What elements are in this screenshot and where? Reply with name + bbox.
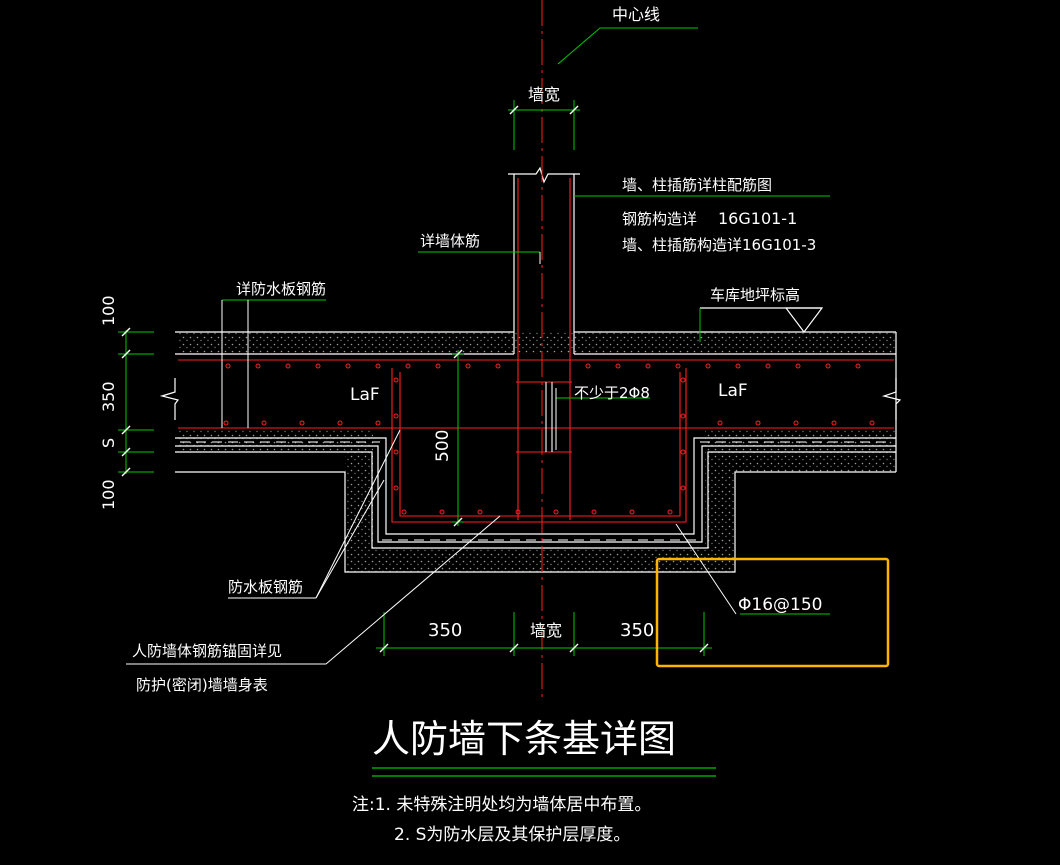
rebar-dot xyxy=(680,377,686,383)
rebar-dot xyxy=(285,363,291,369)
rebar-dot xyxy=(495,363,501,369)
rebar-dot xyxy=(705,363,711,369)
rebar-dot xyxy=(765,363,771,369)
dimension-ticks xyxy=(121,105,709,653)
rebar-dot xyxy=(435,363,441,369)
labels: 中心线 墙宽 墙、柱插筋详柱配筋图 钢筋构造详 16G101-1 墙、柱插筋构造… xyxy=(99,5,822,694)
rebar-dot xyxy=(629,509,635,515)
footing-hatch-bottom xyxy=(345,548,735,572)
concrete-hatch xyxy=(178,332,896,572)
rebar-dot xyxy=(393,449,399,455)
dowel-note: 墙、柱插筋详柱配筋图 xyxy=(622,176,772,194)
left-dim-100-bottom: 100 xyxy=(99,479,118,510)
rebar-dot xyxy=(225,363,231,369)
rebar-dot xyxy=(680,449,686,455)
rebar-dot xyxy=(465,363,471,369)
rebar-dot xyxy=(680,413,686,419)
left-dim-100-top: 100 xyxy=(99,295,118,326)
rebar-dot xyxy=(393,377,399,383)
rebar-dot xyxy=(375,363,381,369)
anchor-note-line2: 防护(密闭)墙墙身表 xyxy=(136,676,268,694)
rebar-dot xyxy=(793,420,799,426)
wall-width-bottom-label: 墙宽 xyxy=(530,621,562,640)
dim-right-350-label: 350 xyxy=(620,620,654,641)
rebar-dot xyxy=(755,420,761,426)
rebar-dot xyxy=(255,363,261,369)
rebar-dot xyxy=(553,509,559,515)
waterproof-dashes xyxy=(180,441,890,541)
rebar-dot xyxy=(585,363,591,369)
rebar-dot xyxy=(315,363,321,369)
rebar-dot xyxy=(261,420,267,426)
centerline-label: 中心线 xyxy=(612,5,660,24)
rebar-dot xyxy=(831,420,837,426)
rebar-dot xyxy=(401,509,407,515)
rebar-dot xyxy=(375,420,381,426)
rebar-dot xyxy=(735,363,741,369)
waterproof-slab-top-label: 详防水板钢筋 xyxy=(236,280,326,298)
rebar-dot xyxy=(825,363,831,369)
floor-slab xyxy=(178,332,896,354)
rebar-dot xyxy=(515,509,521,515)
rebar xyxy=(178,178,894,523)
rebar-dot xyxy=(299,420,305,426)
rebar-dot xyxy=(869,420,875,426)
rebar-dot xyxy=(337,420,343,426)
left-dim-s: S xyxy=(99,438,118,448)
laf-right-label: LaF xyxy=(718,381,748,401)
dim-left-350-label: 350 xyxy=(428,620,462,641)
rebar-dot xyxy=(345,363,351,369)
rebar-detail-note: 钢筋构造详 xyxy=(622,210,697,228)
laf-left-label: LaF xyxy=(350,385,380,405)
min-bars-label: 不少于2Φ8 xyxy=(574,384,650,402)
rebar-dots xyxy=(223,363,875,515)
rebar-dot xyxy=(645,363,651,369)
rebar-dot xyxy=(393,485,399,491)
note-line-2: 2. S为防水层及其保护层厚度。 xyxy=(394,825,630,845)
left-dim-350: 350 xyxy=(99,381,118,412)
wall-rebar-label: 详墙体筋 xyxy=(420,232,480,250)
highlight-box xyxy=(655,557,890,668)
rebar-dot xyxy=(439,509,445,515)
rebar-dot xyxy=(855,363,861,369)
rebar-ref-note: 16G101-1 xyxy=(718,209,797,228)
dowel-detail-note: 墙、柱插筋构造详16G101-3 xyxy=(622,236,816,254)
rebar-dot xyxy=(477,509,483,515)
note-line-1: 注:1. 未特殊注明处均为墙体居中布置。 xyxy=(352,795,651,815)
footing-hatch-right xyxy=(705,430,896,572)
structure-outlines xyxy=(159,166,902,573)
rebar-dot xyxy=(667,509,673,515)
bottom-rebar-label: Φ16@150 xyxy=(738,595,822,615)
rebar-dot xyxy=(405,363,411,369)
rebar-dot xyxy=(680,485,686,491)
rebar-dot xyxy=(615,363,621,369)
rebar-dot xyxy=(591,509,597,515)
rebar-dot xyxy=(223,420,229,426)
white-leaders xyxy=(126,252,737,665)
garage-floor-label: 车库地坪标高 xyxy=(710,286,800,304)
drawing-title: 人防墙下条基详图 xyxy=(372,717,676,761)
rebar-dot xyxy=(675,363,681,369)
rebar-dot xyxy=(393,413,399,419)
depth-500-label: 500 xyxy=(433,430,453,462)
waterproof-slab-rebar-label: 防水板钢筋 xyxy=(228,578,303,596)
anchor-note-line1: 人防墙体钢筋锚固详见 xyxy=(132,642,282,660)
dimension-lines xyxy=(118,27,830,656)
rebar-dot xyxy=(717,420,723,426)
wall-width-top-label: 墙宽 xyxy=(528,85,560,104)
rebar-dot xyxy=(795,363,801,369)
